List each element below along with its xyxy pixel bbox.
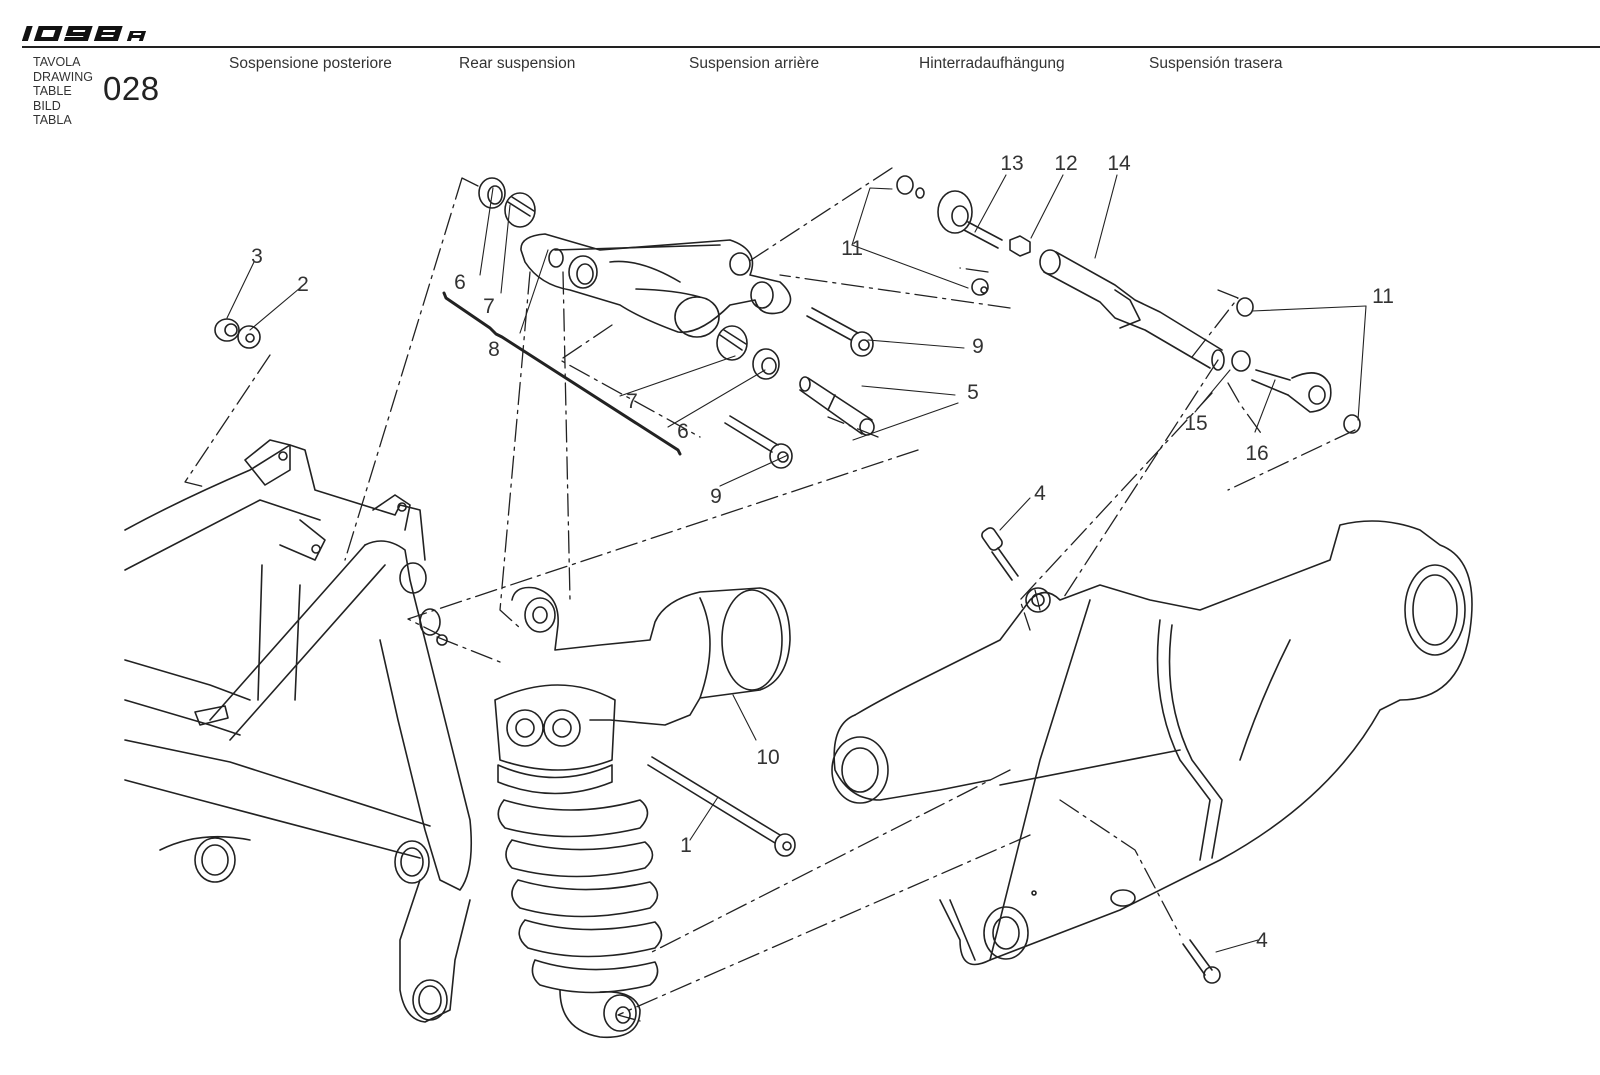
shock-bolt <box>647 756 796 857</box>
model-logo <box>22 26 147 41</box>
callout-12: 12 <box>1054 152 1078 175</box>
callout-14: 14 <box>1107 152 1131 175</box>
rocker-bearings <box>478 177 780 380</box>
callout-13: 13 <box>1000 152 1024 175</box>
swingarm <box>831 520 1473 966</box>
shock-absorber <box>494 586 791 1039</box>
table-label-tabla: TABLA <box>33 113 72 128</box>
tie-rod-assembly <box>896 175 1361 434</box>
callout-11-right: 11 <box>1372 285 1394 308</box>
title-german: Hinterradaufhängung <box>919 55 1065 72</box>
callout-9-upper: 9 <box>972 335 984 358</box>
callout-10: 10 <box>756 746 780 769</box>
callout-16: 16 <box>1245 442 1269 465</box>
callout-6-left: 6 <box>454 271 466 294</box>
table-label-drawing: DRAWING <box>33 69 93 84</box>
table-label-tavola: TAVOLA <box>33 55 81 69</box>
screws <box>981 527 1221 984</box>
callout-4-lower: 4 <box>1256 929 1268 952</box>
title-spanish: Suspensión trasera <box>1149 55 1283 72</box>
callout-6-right: 6 <box>677 420 689 443</box>
callout-7-left: 7 <box>483 295 495 318</box>
table-label-table: TABLE <box>33 84 72 99</box>
assembly-guide-lines <box>184 167 1356 1022</box>
pin <box>799 376 875 436</box>
frame <box>124 439 473 1023</box>
nut-and-washer <box>214 318 261 349</box>
callout-8: 8 <box>488 338 500 361</box>
table-number: 028 <box>103 70 160 107</box>
callout-7-right: 7 <box>626 390 638 413</box>
callout-4-upper: 4 <box>1034 482 1046 505</box>
callout-9-lower: 9 <box>710 485 722 508</box>
leader-lines <box>226 174 1367 953</box>
title-french: Suspension arrière <box>689 55 820 72</box>
header-rule <box>22 46 1600 48</box>
callout-1: 1 <box>680 834 692 857</box>
callout-2: 2 <box>297 273 309 296</box>
rocker-arm <box>520 233 792 338</box>
bolts <box>724 307 874 469</box>
title-italian: Sospensione posteriore <box>229 55 392 72</box>
table-label-bild: BILD <box>33 98 61 113</box>
assembly-bracket <box>442 291 682 456</box>
callout-5: 5 <box>967 381 979 404</box>
callout-11-left: 11 <box>841 237 863 260</box>
title-english: Rear suspension <box>459 55 576 72</box>
table-labels: TAVOLA DRAWING TABLE BILD TABLA <box>33 55 93 128</box>
callout-15: 15 <box>1184 412 1208 435</box>
callout-3: 3 <box>251 245 263 268</box>
